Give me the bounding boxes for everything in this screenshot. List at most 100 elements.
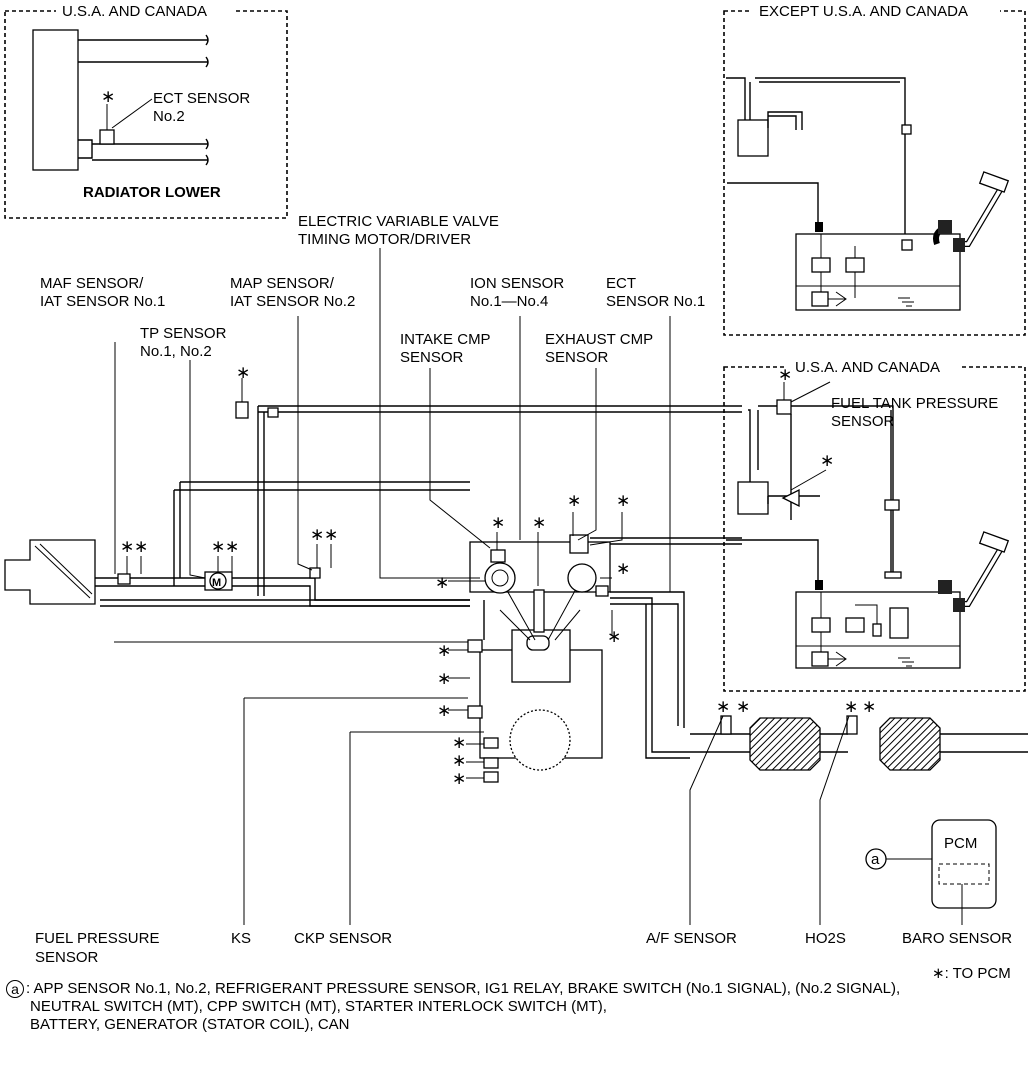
intake-cmp-sensor: [490, 549, 506, 563]
svg-text:∗: ∗: [567, 491, 581, 511]
svg-text:∗: ∗: [820, 451, 834, 471]
catalytic-converter-1: [749, 717, 821, 771]
ect1-label-2: SENSOR No.1: [606, 293, 705, 310]
svg-text:∗: ∗: [324, 525, 338, 545]
ect2-label-1: ECT SENSOR: [153, 90, 250, 107]
footnote-line-2: NEUTRAL SWITCH (MT), CPP SWITCH (MT), ST…: [30, 998, 607, 1015]
tp-label-1: TP SENSOR: [140, 325, 227, 342]
exhaust-cmp-label-1: EXHAUST CMP: [545, 331, 653, 348]
exhaust-cmp-label-2: SENSOR: [545, 349, 609, 366]
component-labels: ELECTRIC VARIABLE VALVE TIMING MOTOR/DRI…: [35, 213, 1012, 982]
svg-text:∗: ∗: [616, 491, 630, 511]
fuel-supply-line: [726, 539, 819, 590]
af-sensor-body: [720, 715, 732, 735]
fuel-pressure-sensor-body: [467, 639, 483, 653]
ion-sensor-plug: [533, 589, 545, 633]
purge-line: [257, 405, 742, 596]
inset-title: U.S.A. AND CANADA: [62, 3, 207, 20]
intake-duct: [95, 577, 470, 607]
baro-sensor-internal: [938, 863, 990, 885]
charcoal-canister: [737, 119, 769, 157]
maf-label-1: MAF SENSOR/: [40, 275, 144, 292]
fuel-pump: [811, 257, 831, 273]
ftp-label-2: SENSOR: [831, 413, 895, 430]
svg-text:∗: ∗: [616, 559, 630, 579]
knock-sensor-body: [467, 705, 483, 719]
fuel-pressure-label-1: FUEL PRESSURE: [35, 930, 159, 947]
leader-lines: [114, 248, 850, 925]
pcm-label: PCM: [944, 835, 977, 852]
inset-fuel-tank-except-usa-canada: EXCEPT U.S.A. AND CANADA: [723, 2, 1026, 336]
ion-label-2: No.1—No.4: [470, 293, 548, 310]
catalytic-converter-2: [879, 717, 941, 771]
radiator-lower-label: RADIATOR LOWER: [83, 184, 221, 201]
ect1-sensor-body: [595, 585, 609, 597]
radiator-upper-pipe: [78, 34, 209, 68]
evap-lines: [726, 77, 906, 240]
svg-text:∗: ∗: [862, 697, 876, 717]
svg-text:∗: ∗: [844, 697, 858, 717]
radiator-tank: [32, 29, 79, 171]
charcoal-canister: [737, 481, 769, 515]
exhaust-cmp-sensor: [569, 534, 589, 554]
inset-title: U.S.A. AND CANADA: [795, 359, 940, 376]
svg-text:∗: ∗: [716, 697, 730, 717]
fuel-supply-line: [727, 182, 819, 232]
intake-cmp-label-2: SENSOR: [400, 349, 464, 366]
ect2-sensor-body: [99, 129, 115, 145]
valves: [499, 577, 583, 641]
svg-text:∗: ∗: [225, 537, 239, 557]
fuel-tank-pressure-sensor: [776, 399, 792, 415]
footnote: a: APP SENSOR No.1, No.2, REFRIGERANT PR…: [6, 980, 1021, 1034]
tp-label-2: No.1, No.2: [140, 343, 212, 360]
ect2-label-2: No.2: [153, 108, 185, 125]
ho2s-body: [846, 715, 858, 735]
exhaust-pipe: [690, 733, 1028, 753]
svg-text:∗: ∗: [437, 669, 451, 689]
svg-text:∗: ∗: [736, 697, 750, 717]
maf-sensor-body: [117, 573, 131, 585]
radiator-lower-pipe: [78, 138, 209, 166]
ho2s-label: HO2S: [805, 930, 846, 947]
ect1-label-1: ECT: [606, 275, 636, 292]
svg-text:∗: ∗: [452, 751, 466, 771]
asterisk-marker: ∗: [101, 87, 115, 107]
to-pcm-legend: ∗: TO PCM: [932, 965, 1011, 982]
af-label: A/F SENSOR: [646, 930, 737, 947]
fuel-pressure-label-2: SENSOR: [35, 949, 99, 966]
svg-text:∗: ∗: [134, 537, 148, 557]
footnote-marker: a: [6, 980, 24, 998]
main-engine-diagram: M ∗ ∗: [4, 248, 1028, 925]
valve: [901, 124, 912, 135]
footnote-line-3: BATTERY, GENERATOR (STATOR COIL), CAN: [30, 1016, 350, 1033]
pcv-duct: [173, 481, 470, 586]
intake-cmp-label-1: INTAKE CMP: [400, 331, 491, 348]
svg-text:M: M: [212, 577, 221, 589]
filler-cap: [978, 171, 1010, 193]
svg-text:∗: ∗: [452, 733, 466, 753]
ckp-label: CKP SENSOR: [294, 930, 392, 947]
baro-label: BARO SENSOR: [902, 930, 1012, 947]
svg-text:∗: ∗: [532, 513, 546, 533]
svg-text:∗: ∗: [607, 627, 621, 647]
svg-text:∗: ∗: [435, 573, 449, 593]
purge-solenoid: [235, 401, 249, 419]
evap-lines: [748, 405, 785, 482]
svg-text:∗: ∗: [120, 537, 134, 557]
evvt-label-1: ELECTRIC VARIABLE VALVE: [298, 213, 499, 230]
to-pcm-markers: ∗ ∗ ∗ ∗ ∗ ∗ ∗ ∗ ∗ ∗ ∗ ∗ ∗ ∗ ∗ ∗ ∗ ∗ ∗: [120, 491, 630, 789]
ion-label-1: ION SENSOR: [470, 275, 564, 292]
footnote-line-1: : APP SENSOR No.1, No.2, REFRIGERANT PRE…: [26, 980, 901, 997]
map-label-2: IAT SENSOR No.2: [230, 293, 355, 310]
inset-radiator-usa-canada: U.S.A. AND CANADA ∗ ECT SENSOR No.2 RADI…: [4, 2, 288, 219]
fuel-line: [590, 537, 742, 545]
svg-text:∗: ∗: [437, 641, 451, 661]
map-label-1: MAP SENSOR/: [230, 275, 335, 292]
svg-text:a: a: [871, 851, 880, 868]
svg-text:∗: ∗: [211, 537, 225, 557]
map-sensor-body: [309, 567, 321, 579]
exhaust-camshaft: [567, 563, 597, 593]
svg-text:∗: ∗: [452, 769, 466, 789]
ks-label: KS: [231, 930, 251, 947]
svg-text:∗: ∗: [236, 363, 250, 383]
